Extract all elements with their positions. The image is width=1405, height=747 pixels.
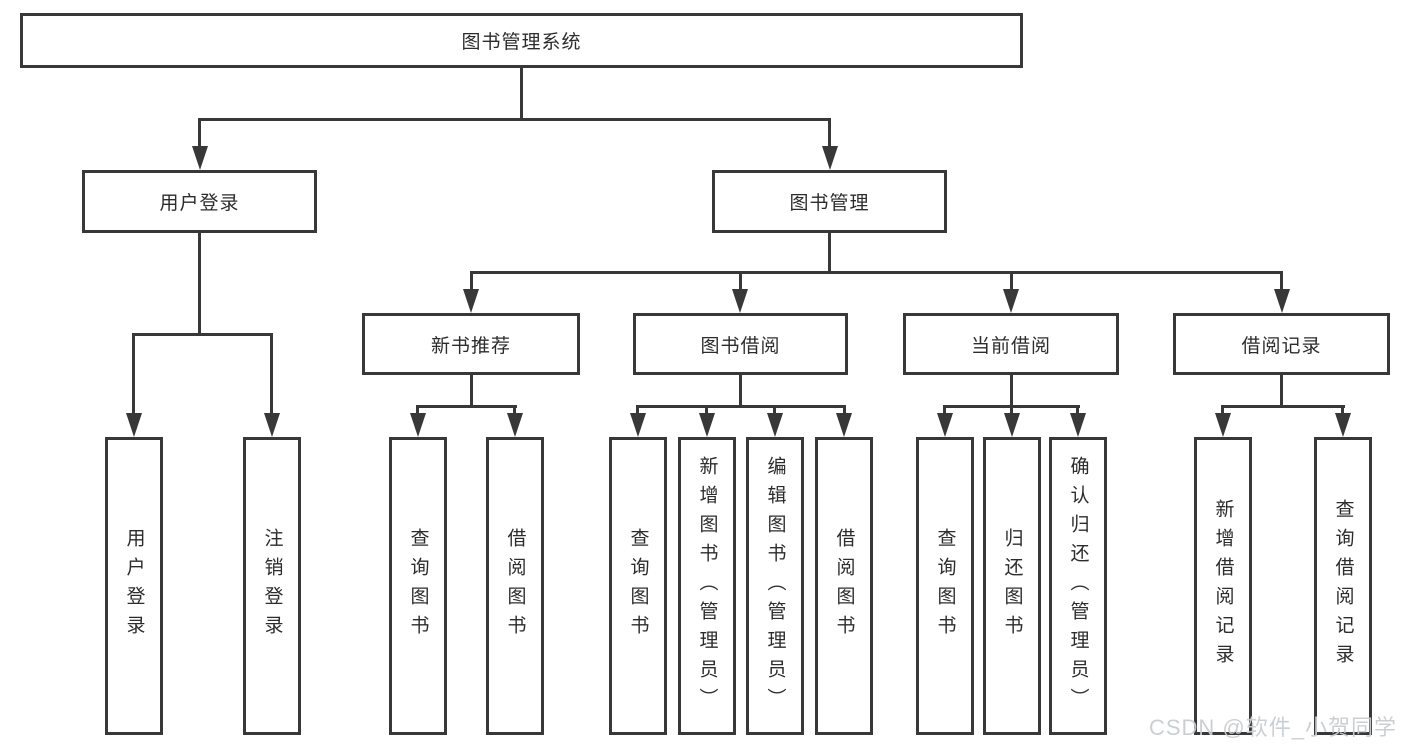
node-borrowing-records: 借阅记录	[1173, 313, 1390, 375]
connector-line	[198, 118, 201, 148]
leaf-label: 归还图书	[1001, 528, 1023, 644]
leaf-query-books-current: 查询图书	[916, 437, 974, 735]
leaf-query-books-recommend: 查询图书	[389, 437, 447, 735]
arrowhead	[767, 413, 783, 437]
arrowhead	[1003, 289, 1019, 313]
connector-line	[773, 405, 776, 417]
connector-line	[1280, 271, 1283, 291]
leaf-edit-books-admin: 编辑图书（管理员）	[746, 437, 804, 735]
arrowhead	[1274, 289, 1290, 313]
node-current-borrowing: 当前借阅	[903, 313, 1119, 375]
arrowhead	[1335, 413, 1351, 437]
connector-line	[828, 118, 831, 148]
leaf-borrow-books-borrowing: 借阅图书	[815, 437, 873, 735]
leaf-add-books-admin: 新增图书（管理员）	[678, 437, 736, 735]
connector-line	[198, 118, 831, 121]
node-new-book-recommend: 新书推荐	[362, 313, 580, 375]
connector-line	[636, 405, 639, 417]
leaf-label: 确认归还（管理员）	[1067, 455, 1089, 717]
leaf-label: 借阅图书	[833, 528, 855, 644]
arrowhead	[1070, 413, 1086, 437]
connector-line	[1010, 405, 1013, 417]
csdn-watermark: CSDN @软件_小贺同学	[1148, 715, 1397, 740]
connector-line	[470, 271, 473, 291]
arrowhead	[1215, 413, 1231, 437]
arrowhead	[463, 289, 479, 313]
arrowhead	[630, 413, 646, 437]
connector-line	[843, 405, 846, 417]
leaf-return-books: 归还图书	[983, 437, 1041, 735]
node-library-management-system: 图书管理系统	[20, 13, 1023, 68]
connector-line	[1076, 405, 1079, 417]
leaf-label: 新增借阅记录	[1212, 499, 1234, 673]
leaf-borrow-books-recommend: 借阅图书	[486, 437, 544, 735]
leaf-logout: 注销登录	[243, 437, 301, 735]
leaf-label: 查询图书	[407, 528, 429, 644]
arrowhead	[192, 146, 208, 170]
leaf-confirm-return-admin: 确认归还（管理员）	[1049, 437, 1107, 735]
arrowhead	[507, 413, 523, 437]
arrowhead	[699, 413, 715, 437]
connector-line	[470, 375, 473, 407]
connector-line	[416, 405, 419, 417]
connector-line	[132, 333, 135, 415]
connector-line	[1010, 271, 1013, 291]
arrowhead	[126, 413, 142, 437]
connector-line	[520, 68, 523, 120]
leaf-label: 查询图书	[627, 528, 649, 644]
connector-line	[198, 233, 201, 335]
connector-line	[739, 271, 742, 291]
arrowhead	[937, 413, 953, 437]
connector-line	[943, 405, 946, 417]
leaf-label: 编辑图书（管理员）	[764, 455, 786, 717]
arrowhead	[836, 413, 852, 437]
connector-line	[1221, 405, 1224, 417]
leaf-label: 注销登录	[261, 528, 283, 644]
leaf-query-books-borrowing: 查询图书	[609, 437, 667, 735]
connector-line	[1221, 405, 1345, 408]
connector-line	[636, 405, 846, 408]
leaf-user-login: 用户登录	[105, 437, 163, 735]
connector-line	[1280, 375, 1283, 407]
leaf-query-borrow-record: 查询借阅记录	[1314, 437, 1372, 735]
arrowhead	[732, 289, 748, 313]
connector-line	[270, 333, 273, 415]
leaf-label: 新增图书（管理员）	[696, 455, 718, 717]
node-user-login-group: 用户登录	[82, 170, 317, 233]
node-book-borrowing: 图书借阅	[633, 313, 848, 375]
leaf-label: 查询借阅记录	[1332, 499, 1354, 673]
node-book-management: 图书管理	[712, 170, 947, 233]
connector-line	[705, 405, 708, 417]
leaf-label: 借阅图书	[504, 528, 526, 644]
connector-line	[132, 333, 273, 336]
leaf-add-borrow-record: 新增借阅记录	[1194, 437, 1252, 735]
connector-line	[513, 405, 516, 417]
connector-line	[416, 405, 517, 408]
connector-line	[1010, 375, 1013, 407]
connector-line	[470, 271, 1282, 274]
arrowhead	[1004, 413, 1020, 437]
connector-line	[1341, 405, 1344, 417]
arrowhead	[822, 146, 838, 170]
connector-line	[739, 375, 742, 407]
leaf-label: 查询图书	[934, 528, 956, 644]
connector-line	[828, 233, 831, 273]
leaf-label: 用户登录	[123, 528, 145, 644]
arrowhead	[410, 413, 426, 437]
arrowhead	[264, 413, 280, 437]
